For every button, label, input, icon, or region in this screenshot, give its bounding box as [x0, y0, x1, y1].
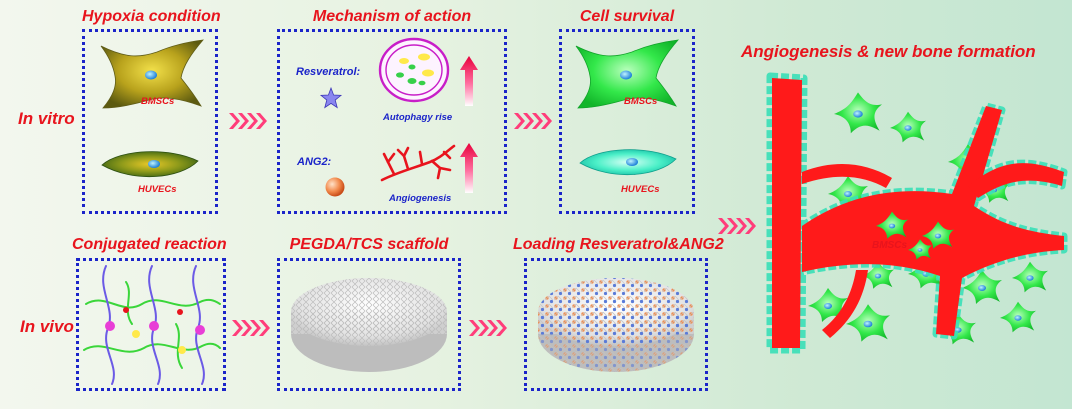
- result-title: Angiogenesis & new bone formation: [741, 42, 1036, 61]
- hypoxia-title: Hypoxia condition: [82, 8, 221, 25]
- angiogenesis-vessel-icon: [380, 144, 456, 182]
- mechanism-title: Mechanism of action: [312, 8, 472, 25]
- loaded-scaffold-disc-icon: [538, 278, 694, 372]
- scaffold-disc-icon: [291, 278, 447, 372]
- survival-panel: [559, 29, 695, 214]
- hypoxia-panel: [82, 29, 218, 214]
- increase-arrow-icon: [460, 143, 478, 193]
- arrow-chevrons-icon: [514, 113, 552, 129]
- increase-arrow-icon: [460, 56, 478, 106]
- hypoxia-huvec-label: HUVECs: [138, 184, 177, 195]
- row-label-in-vitro: In vitro: [18, 109, 75, 128]
- conjugated-panel: [76, 258, 226, 391]
- hypoxia-bmsc-cell-icon: [100, 39, 204, 109]
- vessel-network-illustration: [766, 72, 1068, 354]
- polymer-network-icon: [83, 265, 221, 385]
- survival-huvec-cell-icon: [579, 149, 677, 176]
- survival-huvec-label: HUVECs: [621, 184, 660, 195]
- ang2-label: ANG2:: [297, 156, 332, 168]
- arrow-chevrons-icon: [229, 113, 267, 129]
- loading-panel: [524, 258, 708, 391]
- arrow-chevrons-icon: [469, 320, 507, 336]
- star-molecule-icon: [319, 86, 343, 109]
- ang2-molecule-icon: [325, 177, 345, 197]
- scaffold-panel: [277, 258, 461, 391]
- survival-title: Cell survival: [579, 8, 675, 25]
- arrow-chevrons-icon: [718, 218, 756, 234]
- autophagosome-icon: [378, 37, 450, 103]
- autophagy-rise-label: Autophagy rise: [383, 112, 453, 123]
- hypoxia-huvec-cell-icon: [101, 151, 199, 178]
- survival-bmsc-label: BMSCs: [624, 96, 658, 107]
- resveratrol-label: Resveratrol:: [296, 66, 361, 78]
- survival-bmsc-cell-icon: [575, 39, 679, 109]
- loading-title: Loading Resveratrol&ANG2: [513, 236, 724, 253]
- hypoxia-bmsc-label: BMSCs: [141, 96, 175, 107]
- row-label-in-vivo: In vivo: [20, 317, 74, 336]
- scaffold-title: PEGDA/TCS scaffold: [289, 236, 449, 253]
- conjugated-title: Conjugated reaction: [72, 236, 227, 253]
- mechanism-panel: [277, 29, 507, 214]
- angiogenesis-label: Angiogenesis: [389, 193, 452, 204]
- result-bmsc-label: BMSCs: [872, 240, 908, 251]
- arrow-chevrons-icon: [232, 320, 270, 336]
